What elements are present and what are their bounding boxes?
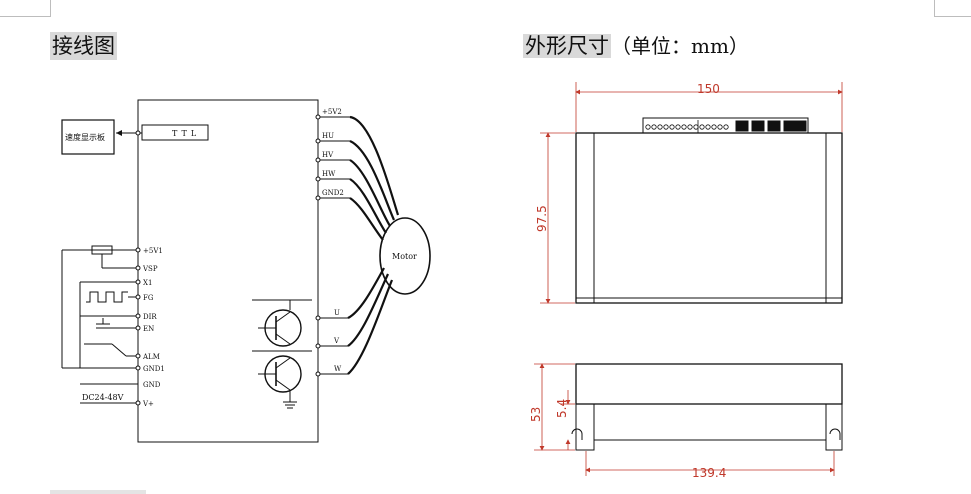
length-dimension: 150: [697, 82, 720, 96]
page-corner-mark-top-left: [0, 0, 51, 17]
phase-terminal-lines: [318, 267, 394, 375]
terminal-dots: [135, 114, 321, 406]
flange-dimension: 5.4: [555, 399, 569, 418]
motor-label: Motor: [392, 252, 417, 261]
side-view-drawing: [571, 363, 843, 451]
terminal-label: U: [334, 309, 340, 317]
control-wiring: [61, 245, 138, 404]
ttl-arrow: [116, 130, 122, 136]
terminal-label: VSP: [142, 265, 158, 273]
thickness-dimension: 53: [529, 407, 543, 422]
supply-voltage-label: DC24-48V: [82, 393, 124, 402]
speed-display-board-box: [61, 119, 115, 155]
top-view-dimensions: [540, 82, 843, 304]
driver-body: [137, 99, 319, 443]
terminal-label: GND2: [322, 189, 344, 197]
motor-circle: [379, 217, 431, 295]
ttl-label: TTL: [172, 129, 200, 138]
terminal-label: HU: [322, 132, 334, 140]
power-terminal-blocks: [735, 120, 807, 132]
dimensions-heading-unit: （单位：mm）: [611, 34, 749, 58]
dimensions-heading: 外形尺寸（单位：mm）: [523, 32, 749, 60]
terminal-label: FG: [143, 294, 154, 302]
terminal-label: GND1: [143, 365, 165, 373]
hall-terminal-labels: +5V2 HU HV HW GND2: [322, 108, 344, 197]
terminal-label: +5V1: [143, 247, 163, 255]
terminal-label: X1: [143, 279, 152, 287]
terminal-label: HW: [322, 170, 336, 178]
speed-display-board-label: 速度显示板: [65, 132, 105, 142]
page-bottom-mark: [50, 490, 146, 494]
side-view-dimensions: [534, 363, 835, 476]
page-corner-mark-top-right: [934, 0, 971, 17]
terminal-label: DIR: [143, 313, 157, 321]
height-dimension: 97.5: [535, 205, 549, 232]
wiring-diagram: [61, 99, 431, 443]
dimensions-heading-main: 外形尺寸: [523, 34, 611, 58]
wiring-heading: 接线图: [50, 32, 117, 60]
connector-pins: [645, 120, 729, 133]
terminal-label: HV: [322, 151, 334, 159]
terminal-label: V+: [142, 400, 154, 408]
power-transistors: [252, 299, 312, 409]
top-view-drawing: [575, 117, 843, 304]
hole-spacing-dimension: 139.4: [692, 466, 726, 480]
control-terminal-labels: +5V1 VSP X1 FG DIR EN ALM GND1 GND V+: [142, 247, 165, 408]
hall-terminal-lines: [318, 115, 400, 241]
terminal-label: W: [334, 365, 342, 373]
terminal-label: V: [333, 337, 340, 345]
phase-terminal-labels: U V W: [333, 309, 342, 373]
terminal-label: ALM: [142, 353, 160, 361]
terminal-label: GND: [143, 381, 161, 389]
terminal-label: +5V2: [322, 108, 342, 116]
terminal-label: EN: [143, 325, 154, 333]
